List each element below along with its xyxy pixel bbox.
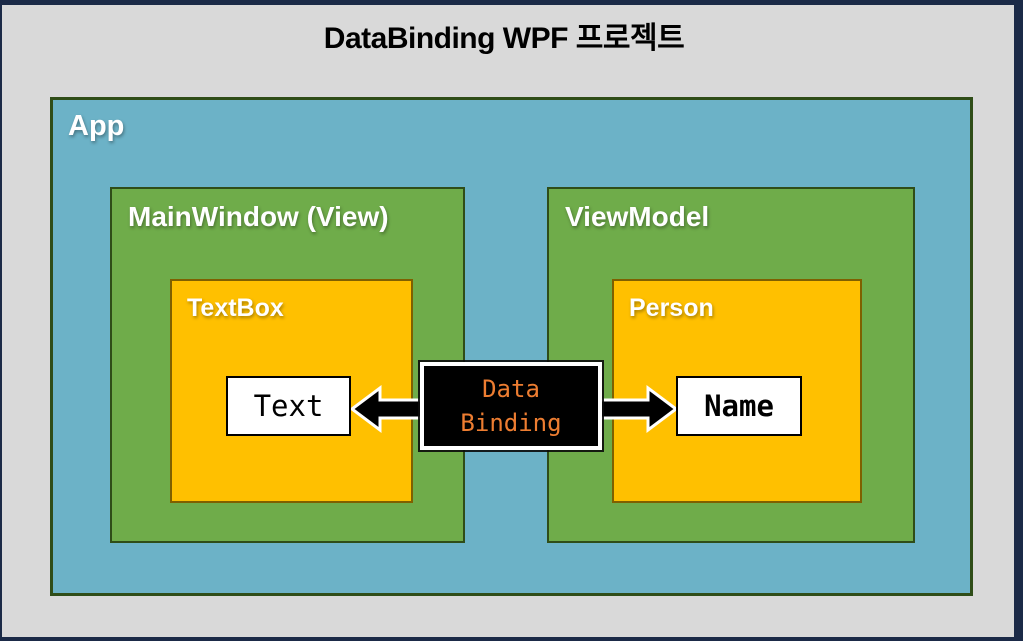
left-arrow-icon — [349, 385, 432, 433]
text-property-label: Text — [253, 389, 324, 423]
name-property-box: Name — [676, 376, 802, 436]
data-binding-line2: Binding — [460, 409, 562, 437]
right-arrow-icon — [595, 385, 679, 433]
slide-title: DataBinding WPF 프로젝트 — [323, 22, 685, 55]
person-label: Person — [629, 294, 714, 322]
data-binding-line1: Data — [482, 375, 540, 403]
textbox-label: TextBox — [187, 294, 284, 322]
app-box-label: App — [68, 110, 125, 142]
mainwindow-view-label: MainWindow (View) — [128, 201, 389, 232]
data-binding-box: Data Binding — [420, 362, 602, 450]
name-property-label: Name — [704, 389, 774, 423]
text-property-box: Text — [226, 376, 351, 436]
viewmodel-label: ViewModel — [565, 201, 710, 232]
binding-to-name-arrow — [595, 385, 679, 433]
